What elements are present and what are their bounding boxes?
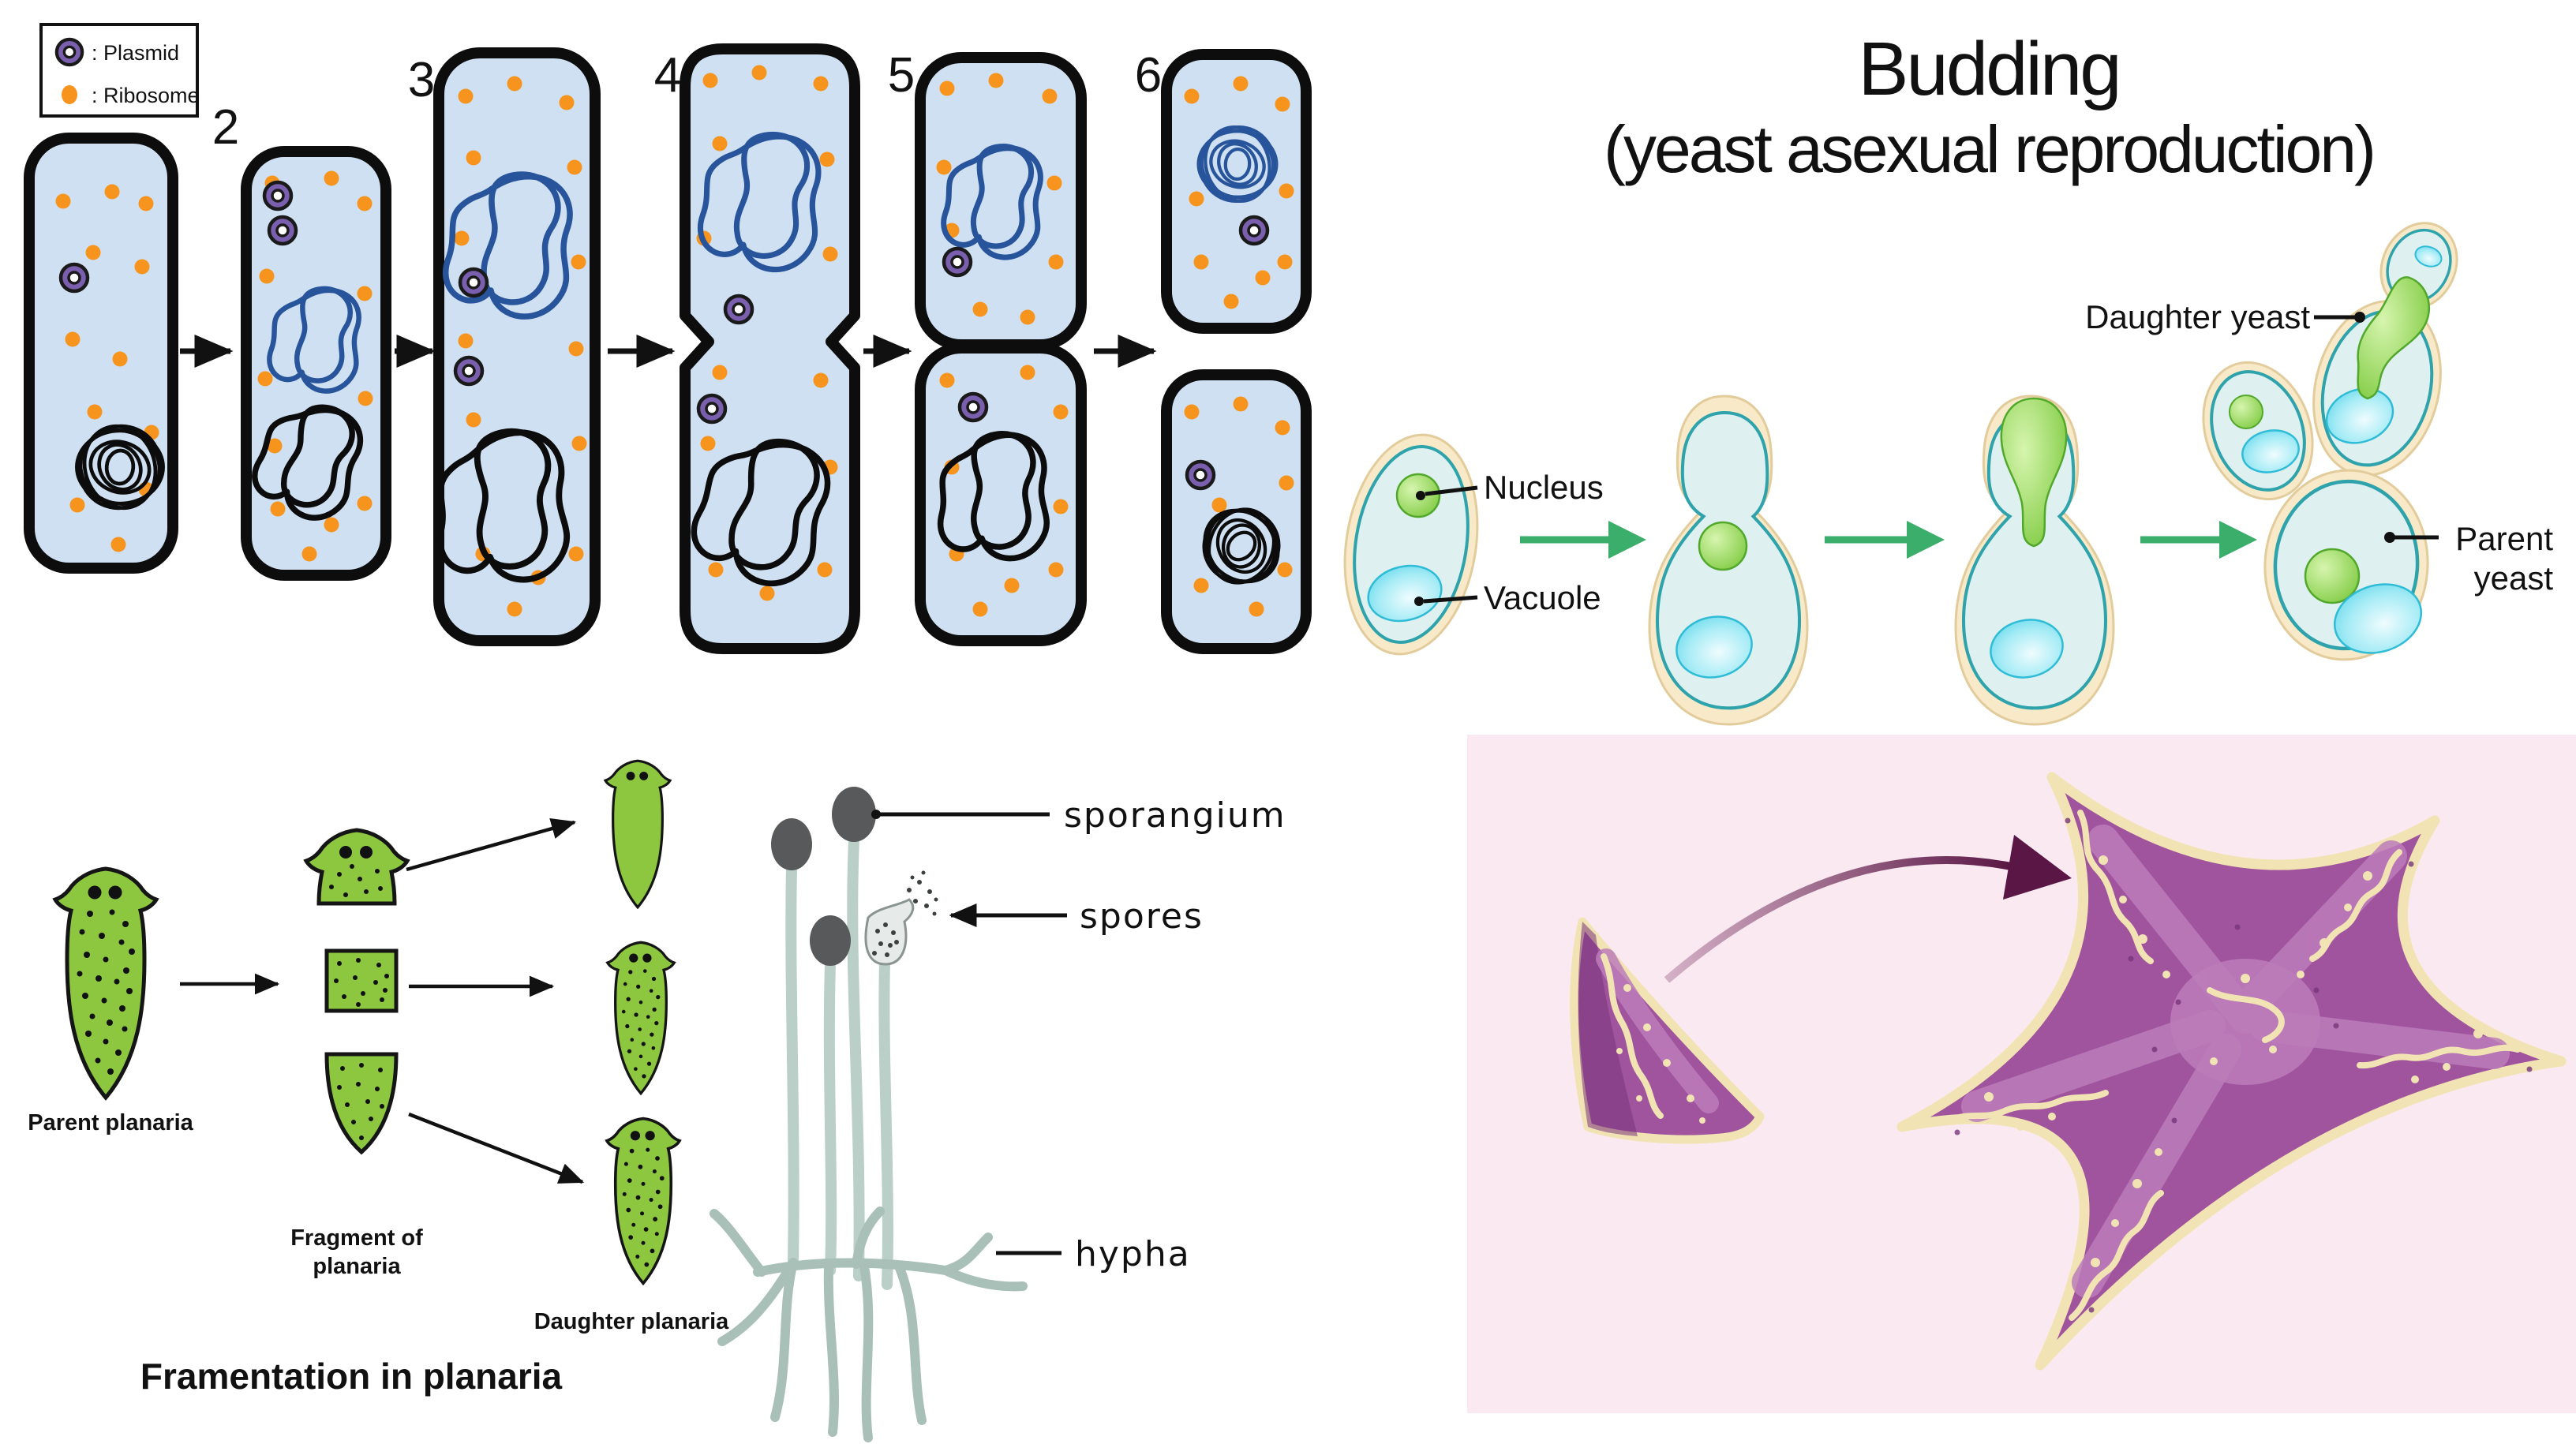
regeneration-arrow: [1664, 835, 2072, 983]
cell-stage-3: [426, 47, 601, 646]
stage-number-6: 6: [1135, 48, 1162, 103]
cell-stage-1: [24, 133, 178, 574]
ribosome-dots: [55, 184, 159, 552]
plasmid-icon: [269, 217, 296, 244]
regrowth-arrows: [406, 817, 585, 1184]
parent-yeast-label-line2: yeast: [2474, 559, 2554, 597]
plasmid-icon: [455, 357, 482, 384]
stage-number-3: 3: [408, 53, 435, 107]
fragment-tail: [324, 1052, 399, 1155]
parent-cell: [2263, 469, 2429, 661]
fungus-diagram: sporangium spores hypha: [710, 787, 1286, 1442]
cell-stage-2: [241, 146, 391, 581]
cream-speckles: [1984, 855, 2483, 1267]
legend-ribosome-label: : Ribosome: [92, 84, 200, 107]
ribosome-icon: [62, 85, 77, 104]
budding-arrow-1: [1520, 521, 1646, 559]
fragment-head: [303, 828, 410, 906]
hypha-label: hypha: [1075, 1234, 1191, 1274]
binary-fission-diagram: : Plasmid : Ribosome 2 3 4 5 6: [24, 23, 1313, 654]
yeast-stage-1: [1343, 433, 1479, 656]
nucleus-label: Nucleus: [1484, 469, 1604, 506]
parent-planaria: [55, 869, 156, 1098]
plasmid-icon: [264, 182, 291, 209]
fragmentation-title: Framentation in planaria: [140, 1356, 563, 1397]
hyphae-network: [710, 1206, 1028, 1442]
starfish-panel: [1467, 735, 2576, 1413]
daughter-planaria-2: [606, 941, 676, 1095]
budding-arrow-2: [1825, 521, 1945, 559]
daughter-planaria-label: Daughter planaria: [534, 1309, 729, 1334]
plasmid-icon: [960, 394, 987, 421]
vacuole-label: Vacuole: [1484, 579, 1601, 616]
fragmentation-diagram: Parent planaria Fragment of planaria: [28, 759, 729, 1397]
ribosome-dots: [257, 170, 373, 562]
starfish-arm-fragment: [1570, 917, 1765, 1144]
plasmid-icon: [698, 395, 725, 422]
ribosome-dots: [1184, 76, 1294, 617]
cell-stage-4: [680, 43, 860, 654]
plasmid-icon: [61, 264, 88, 291]
legend-plasmid-label: : Plasmid: [92, 41, 179, 65]
spores-label: spores: [1080, 896, 1204, 937]
plasmid-icon: [725, 296, 752, 323]
vacuole: [1990, 619, 2064, 679]
starfish: [1896, 772, 2567, 1371]
yeast-stage-2: [1648, 395, 1809, 726]
budding-nucleus: [2357, 276, 2430, 400]
cream-squiggles: [1946, 810, 2521, 1321]
nucleus: [1698, 521, 1748, 571]
burst-sporangium: [864, 870, 938, 966]
spore-spray: [907, 870, 938, 916]
plasmid-icon: [944, 249, 971, 275]
dividing-nucleus: [2000, 397, 2068, 548]
legend: : Plasmid : Ribosome: [39, 23, 200, 118]
plasmid-icon: [1187, 462, 1214, 488]
dark-speckles: [1954, 817, 2533, 1313]
parent-yeast-label-line1: Parent: [2455, 520, 2553, 557]
vacuole: [1676, 615, 1753, 679]
yeast-stage-4-cluster: [2202, 222, 2458, 661]
budding-arrow-3: [2140, 521, 2257, 559]
daughter-planaria-1: [604, 759, 672, 909]
vacuole: [1367, 564, 1443, 623]
cell-stage-6: [1161, 49, 1313, 654]
stage-number-2: 2: [212, 100, 239, 155]
fragment-speckles: [1616, 984, 1705, 1124]
sporangia: [771, 787, 938, 966]
budding-diagram: Budding (yeast asexual reproduction) Nuc…: [1343, 27, 2554, 726]
plasmid-icon: [460, 269, 487, 296]
cell-stage-5: [915, 52, 1087, 646]
plasmid-icon: [57, 39, 82, 65]
daughter-planaria-3: [605, 1117, 681, 1285]
sporangium-label: sporangium: [1064, 795, 1286, 836]
plasmid-icon: [1241, 217, 1267, 244]
sporangiophores: [785, 835, 893, 1290]
budding-title: Budding: [1858, 27, 2119, 111]
daughter-yeast-label: Daughter yeast: [2085, 298, 2310, 335]
yeast-stage-3: [1954, 395, 2115, 726]
fragment-label-line2: planaria: [313, 1254, 401, 1279]
budding-subtitle: (yeast asexual reproduction): [1604, 112, 2374, 186]
fragment-label-line1: Fragment of: [290, 1225, 423, 1251]
parent-planaria-label: Parent planaria: [28, 1110, 193, 1135]
daughter-cell-left: [2202, 361, 2314, 501]
stage-number-5: 5: [888, 48, 915, 103]
fragment-middle: [324, 948, 399, 1013]
stage-number-4: 4: [654, 48, 681, 103]
